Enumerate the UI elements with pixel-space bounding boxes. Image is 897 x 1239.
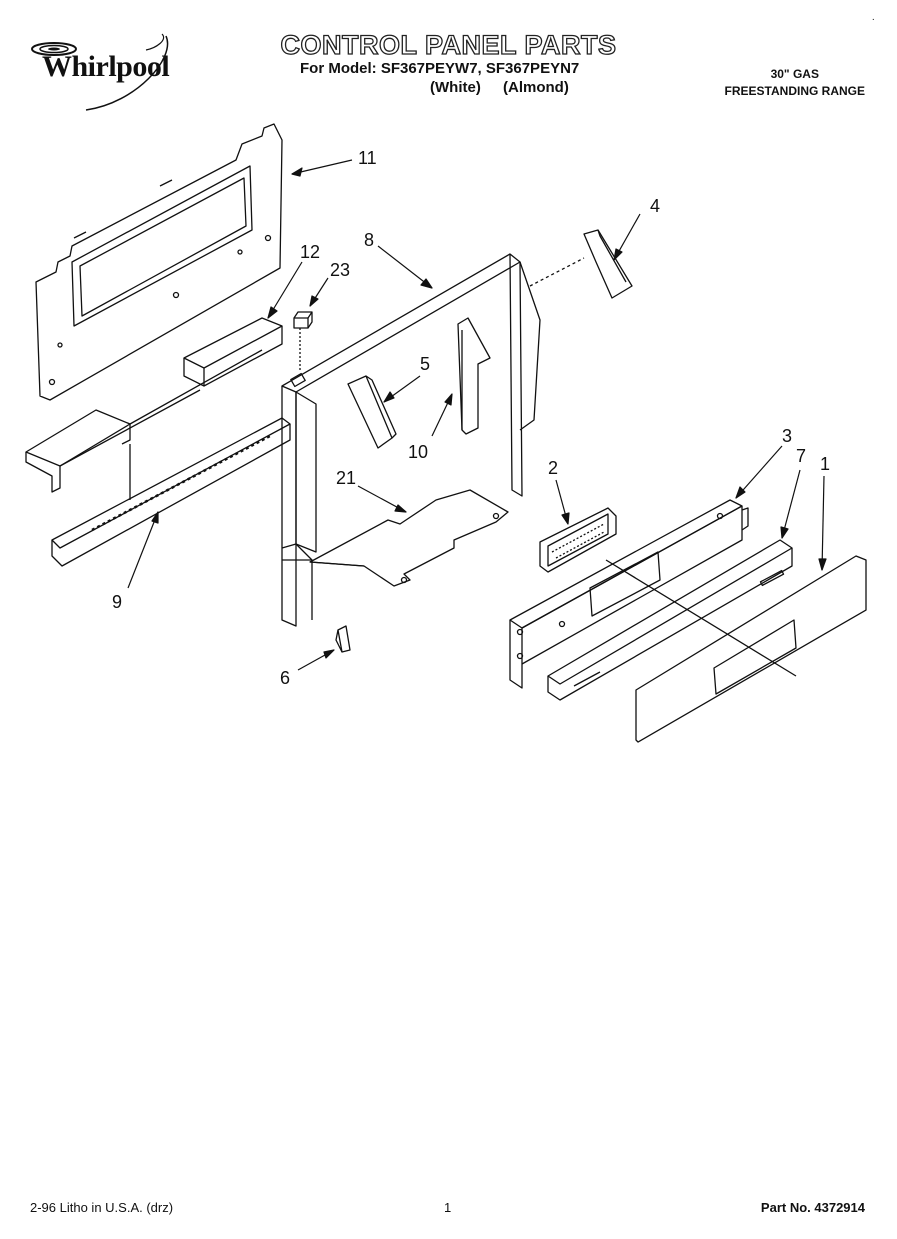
callout-10: 10 (408, 442, 428, 462)
callout-9: 9 (112, 592, 122, 612)
callout-1: 1 (820, 454, 830, 474)
callout-labels: 11 12 23 8 4 5 10 21 2 3 7 1 9 6 (112, 148, 830, 688)
model-variants: (White) (Almond) (430, 79, 587, 96)
callout-3: 3 (782, 426, 792, 446)
product-line-1: 30" GAS (770, 67, 819, 81)
callout-11: 11 (358, 148, 377, 168)
part-10-vertical-rail (457, 317, 491, 435)
callout-5: 5 (420, 354, 430, 374)
part-9-vent-strip (51, 417, 291, 567)
variant-almond: (Almond) (503, 79, 569, 96)
part-4-end-cap (529, 229, 633, 299)
variant-white: (White) (430, 79, 481, 96)
page-title: CONTROL PANEL PARTS (280, 29, 617, 60)
part-3-control-housing (509, 499, 749, 689)
leader-arrows (127, 159, 827, 671)
part-number: Part No. 4372914 (760, 1200, 865, 1215)
product-description: 30" GAS FREESTANDING RANGE (725, 66, 865, 100)
callout-6: 6 (280, 668, 290, 688)
part-23-clip (293, 311, 313, 370)
part-7-trim-strip (547, 539, 793, 701)
part-8-control-frame (281, 253, 541, 627)
part-6-small-clip (335, 625, 351, 653)
callout-8: 8 (364, 230, 374, 250)
callout-23: 23 (330, 260, 350, 280)
part-5-angle-bracket (347, 375, 397, 449)
part-12-bracket (25, 317, 283, 493)
callout-4: 4 (650, 196, 660, 216)
callout-2: 2 (548, 458, 558, 478)
part-2-display-module (539, 507, 617, 573)
logo-swirl-icon (31, 33, 169, 111)
page-number: 1 (444, 1200, 452, 1215)
whirlpool-logo: Whirlpool (16, 28, 191, 118)
product-line-2: FREESTANDING RANGE (724, 84, 865, 98)
corner-mark: · (871, 14, 875, 25)
brand-wordmark: Whirlpool (42, 50, 170, 83)
part-11-rear-panel (35, 123, 283, 401)
part-21-base-plate (309, 489, 509, 587)
callout-12: 12 (300, 242, 320, 262)
part-1-front-glass (605, 555, 867, 743)
callout-21: 21 (336, 468, 356, 488)
callout-7: 7 (796, 446, 806, 466)
litho-note: 2-96 Litho in U.S.A. (drz) (30, 1200, 174, 1215)
model-numbers: For Model: SF367PEYW7, SF367PEYN7 (300, 60, 580, 77)
